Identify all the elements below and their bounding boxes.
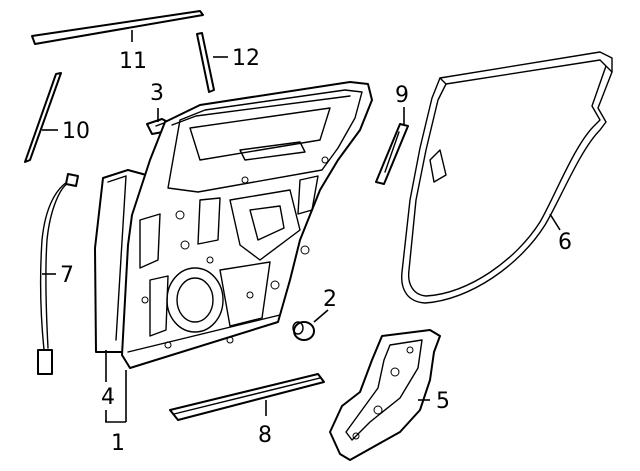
callout-1: 1 <box>111 431 125 456</box>
leader-lines <box>42 30 561 423</box>
part-8-sill-strip <box>169 373 325 421</box>
callout-11: 11 <box>119 49 147 74</box>
callout-2: 2 <box>323 287 337 312</box>
callout-4: 4 <box>101 385 115 410</box>
part-2-bumper <box>292 321 315 341</box>
callout-3: 3 <box>150 81 164 106</box>
part-7-weatherstrip <box>37 173 79 375</box>
part-5-inner-liner <box>329 329 441 461</box>
callout-5: 5 <box>436 389 450 414</box>
callout-8: 8 <box>258 423 272 448</box>
part-6-weatherstrip <box>401 51 613 304</box>
callout-labels: 11 12 3 10 9 6 7 2 4 1 5 8 <box>60 46 572 456</box>
part-9-trim <box>375 123 409 185</box>
callout-10: 10 <box>62 119 90 144</box>
part-12-channel <box>196 32 215 93</box>
callout-6: 6 <box>558 230 572 255</box>
callout-9: 9 <box>395 83 409 108</box>
part-11-belt-molding <box>31 10 204 45</box>
part-10-pillar-molding <box>24 72 62 163</box>
part-1-door-shell <box>121 81 373 369</box>
callout-12: 12 <box>232 46 260 71</box>
callout-7: 7 <box>60 263 74 288</box>
